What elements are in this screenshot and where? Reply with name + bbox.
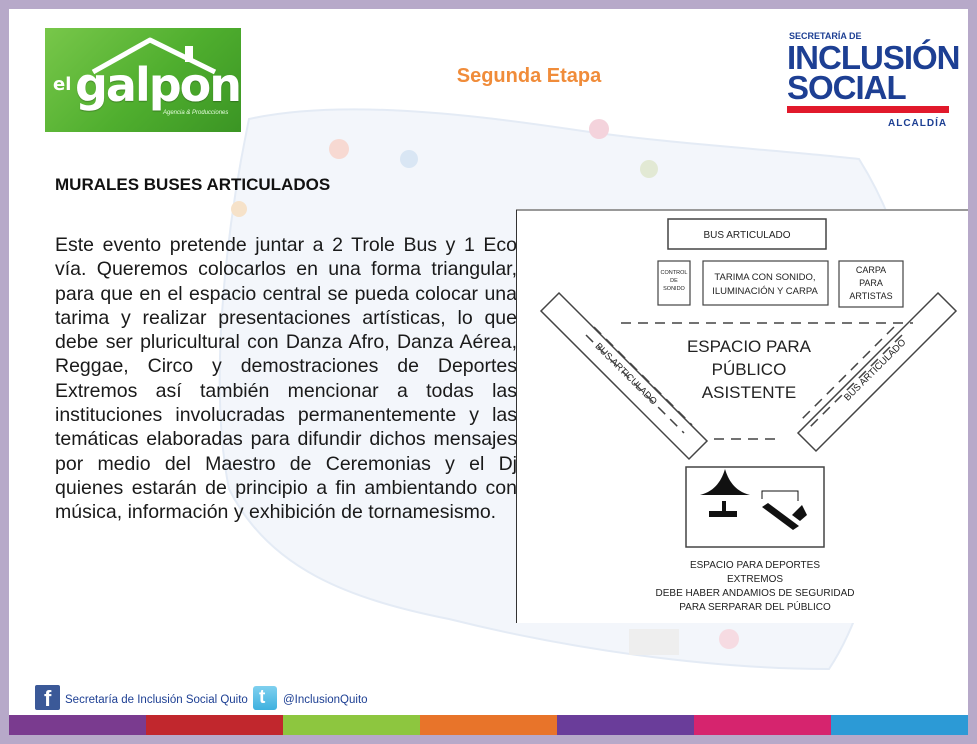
carpa-line-1: CARPA (856, 265, 886, 275)
extreme-sports-caption: ESPACIO PARA DEPORTES EXTREMOS DEBE HABE… (656, 560, 855, 613)
carpa-box: CARPA PARA ARTISTAS (838, 260, 904, 308)
inclusion-social-logo: SECRETARÍA DE INCLUSIÓN SOCIAL ALCALDÍA (784, 27, 964, 139)
quarter-pipe-icon (761, 490, 807, 530)
public-area: ESPACIO PARA PÚBLICO ASISTENTE (687, 337, 812, 402)
public-line-3: ASISTENTE (702, 383, 796, 402)
body-paragraph: Este evento pretende juntar a 2 Trole Bu… (55, 234, 517, 524)
skate-ramp-icon (700, 469, 750, 517)
section-heading: MURALES BUSES ARTICULADOS (55, 175, 331, 194)
slide-title: Segunda Etapa (456, 65, 602, 87)
bus-right-label: BUS ARTICULADO (842, 337, 908, 403)
bus-top-label: BUS ARTICULADO (703, 230, 790, 241)
control-line-1: CONTROL (661, 270, 688, 276)
carpa-line-2: PARA (859, 278, 883, 288)
bus-right: BUS ARTICULADO (796, 291, 958, 453)
facebook-icon[interactable]: f (35, 685, 60, 711)
layout-diagram: BUS ARTICULADO CONTROL DE SONIDO TARIMA … (516, 209, 968, 623)
tarima-box: TARIMA CON SONIDO, ILUMINACIÓN Y CARPA (702, 260, 829, 306)
color-stripe (9, 715, 968, 735)
tarima-line-1: TARIMA CON SONIDO, (714, 272, 815, 283)
sports-line-4: PARA SERPARAR DEL PÚBLICO (679, 600, 831, 613)
house-roof-icon (91, 37, 217, 75)
logo-line-2: SOCIAL (787, 69, 907, 106)
logo-red-bar (787, 106, 949, 113)
logo-word: galpon (75, 58, 242, 112)
slide: el galpon Agencia & Producciones Segunda… (9, 9, 968, 735)
control-line-2: DE (670, 278, 678, 284)
sports-line-3: DEBE HABER ANDAMIOS DE SEGURIDAD (656, 588, 855, 599)
control-sonido-box: CONTROL DE SONIDO (657, 260, 691, 306)
public-line-2: PÚBLICO (712, 360, 787, 379)
control-line-3: SONIDO (663, 286, 685, 292)
logo-prefix: el (53, 74, 72, 95)
logo-line-1: INCLUSIÓN (787, 39, 960, 76)
bus-left: BUS ARTICULADO (539, 291, 709, 461)
facebook-link[interactable]: Secretaría de Inclusión Social Quito (65, 694, 248, 706)
public-line-1: ESPACIO PARA (687, 337, 812, 356)
twitter-icon[interactable]: t (253, 686, 277, 710)
twitter-link[interactable]: @InclusionQuito (283, 694, 368, 706)
extreme-sports-box (685, 466, 825, 548)
logo-line-bottom: ALCALDÍA (888, 118, 948, 129)
logo-line-top: SECRETARÍA DE (789, 31, 862, 41)
galpon-logo: el galpon Agencia & Producciones (45, 28, 242, 132)
sports-line-2: EXTREMOS (727, 574, 783, 585)
logo-tagline: Agencia & Producciones (163, 110, 229, 116)
carpa-line-3: ARTISTAS (849, 291, 892, 301)
bus-top: BUS ARTICULADO (667, 218, 827, 250)
public-area-dashes (585, 322, 913, 440)
sports-line-1: ESPACIO PARA DEPORTES (690, 560, 820, 571)
tarima-line-2: ILUMINACIÓN Y CARPA (712, 286, 818, 297)
